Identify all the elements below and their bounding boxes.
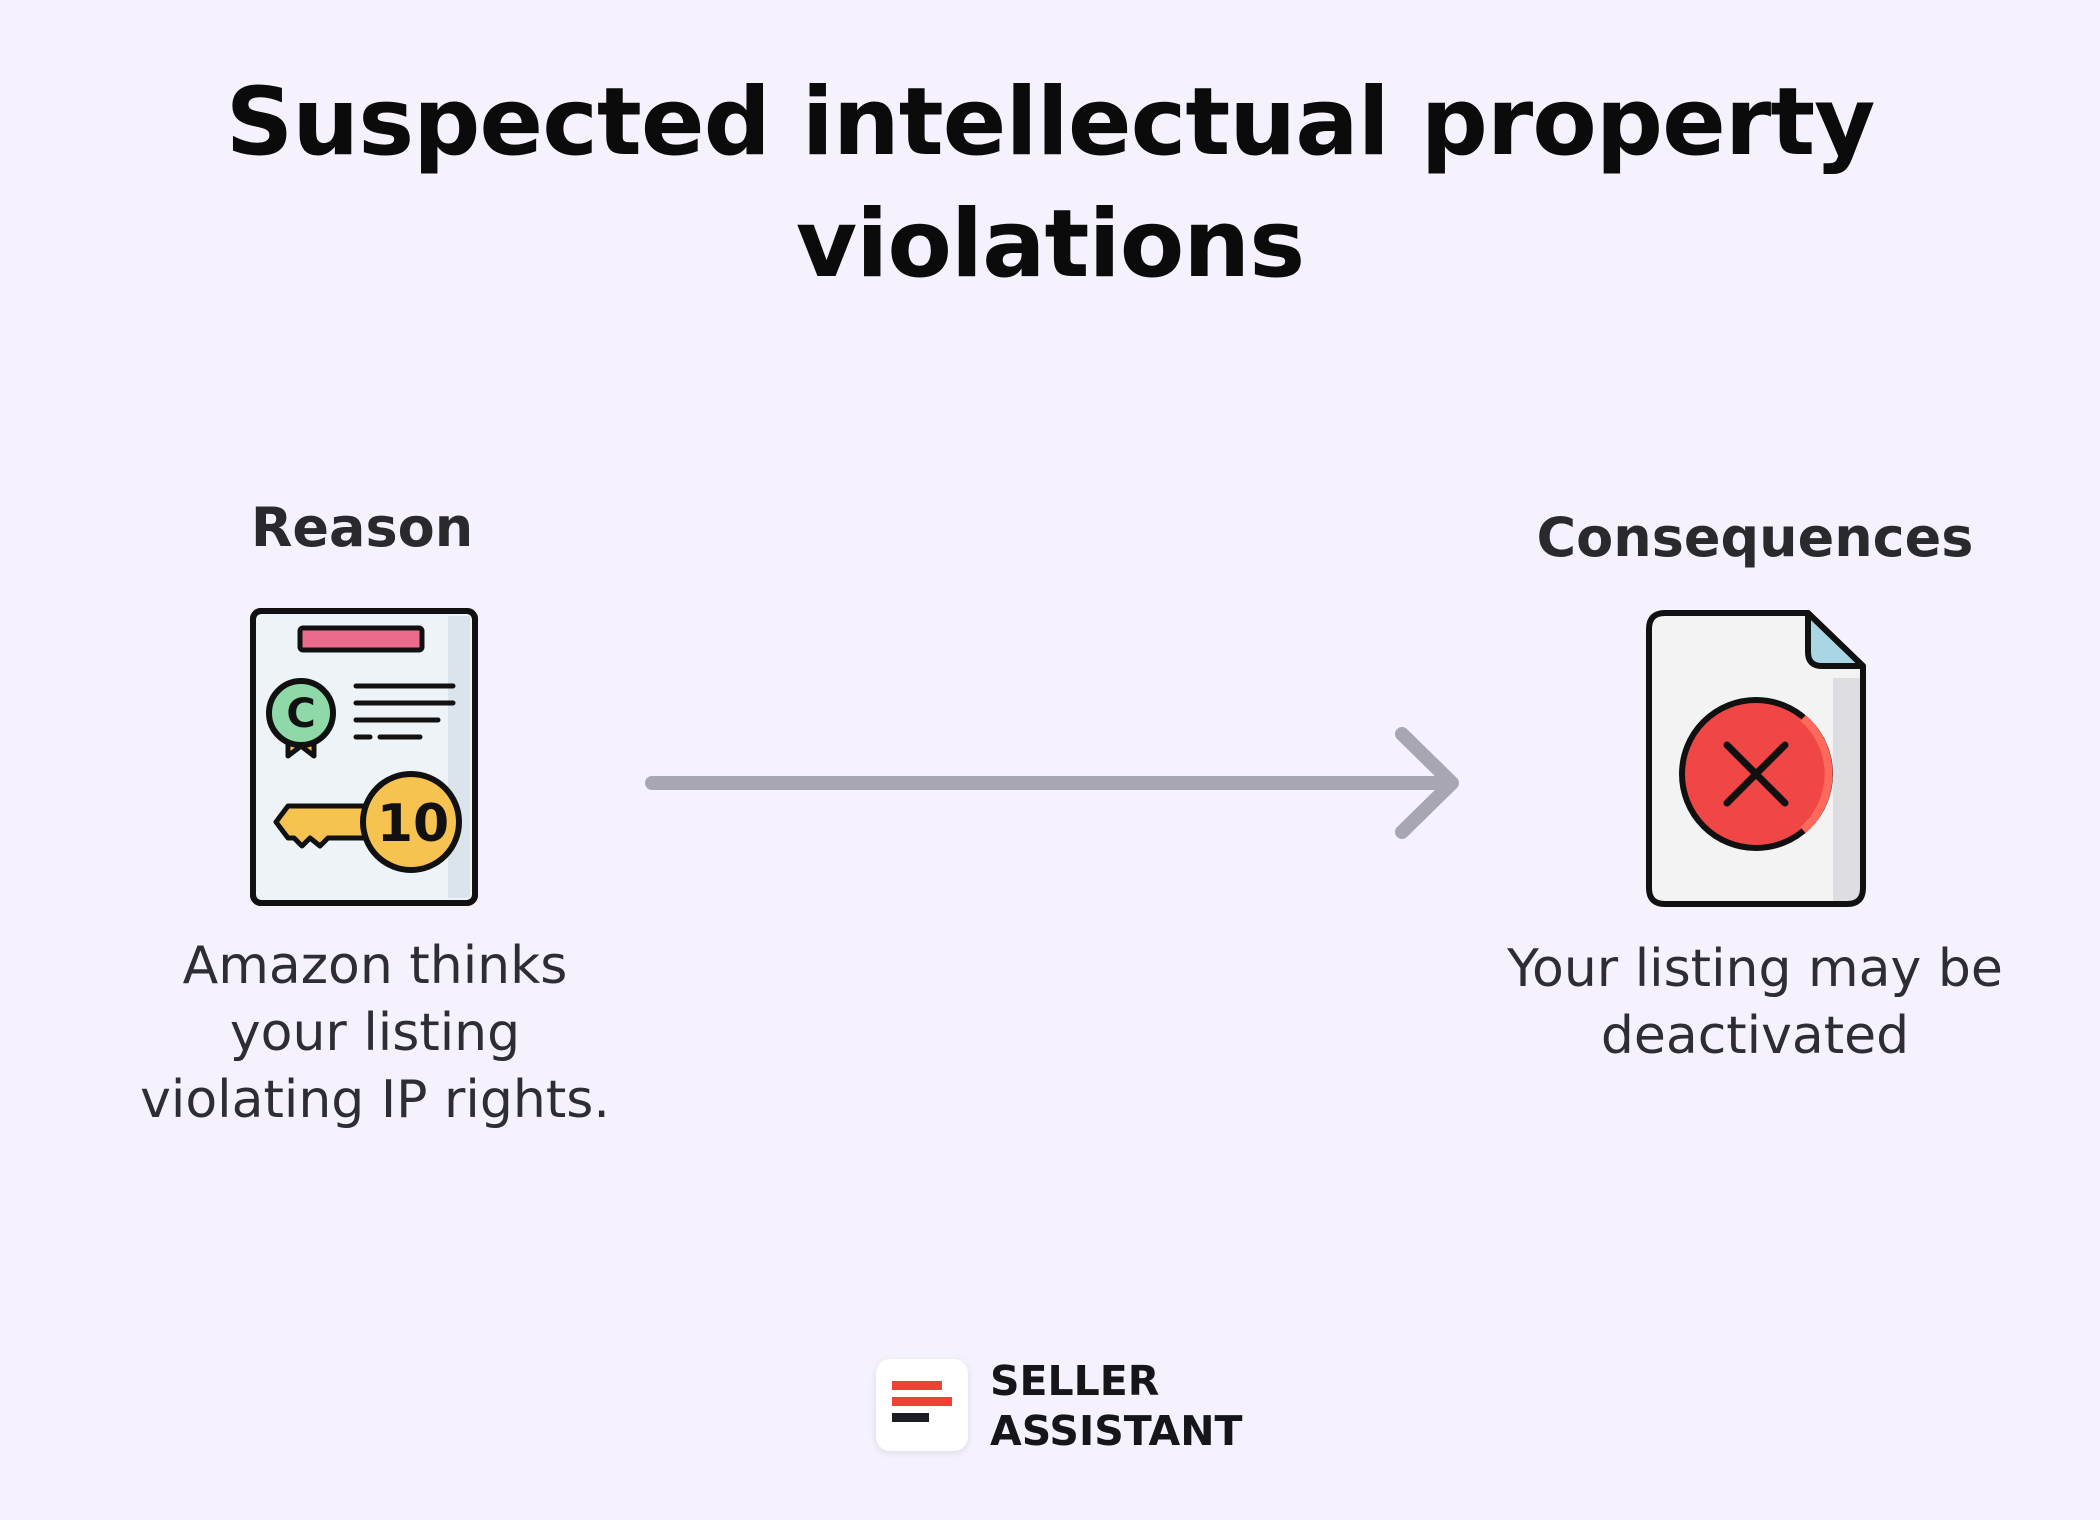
brand-line: SELLER (990, 1357, 1160, 1405)
reason-line: violating IP rights. (140, 1070, 610, 1130)
consequences-line: Your listing may be (1507, 939, 2003, 999)
brand-logo (876, 1359, 968, 1451)
key-number: 10 (377, 794, 449, 854)
brand-line: ASSISTANT (990, 1407, 1243, 1455)
page-title: Suspected intellectual property violatio… (225, 68, 1876, 299)
consequences-line: deactivated (1600, 1006, 1910, 1066)
reason-heading: Reason (250, 496, 474, 559)
reason-line: Amazon thinks (182, 936, 568, 996)
certificate-key-icon: C 10 (250, 608, 478, 906)
reason-line: your listing (229, 1003, 521, 1063)
consequences-heading: Consequences (1536, 506, 1974, 569)
consequences-description: Your listing may be deactivated (1470, 936, 2040, 1070)
right-arrow-icon (645, 727, 1459, 839)
copyright-symbol: C (286, 691, 315, 737)
document-x-icon (1646, 610, 1866, 907)
reason-description: Amazon thinks your listing violating IP … (100, 933, 650, 1134)
bars-logo-icon (892, 1381, 952, 1422)
brand-name: SELLER ASSISTANT (990, 1356, 1243, 1456)
